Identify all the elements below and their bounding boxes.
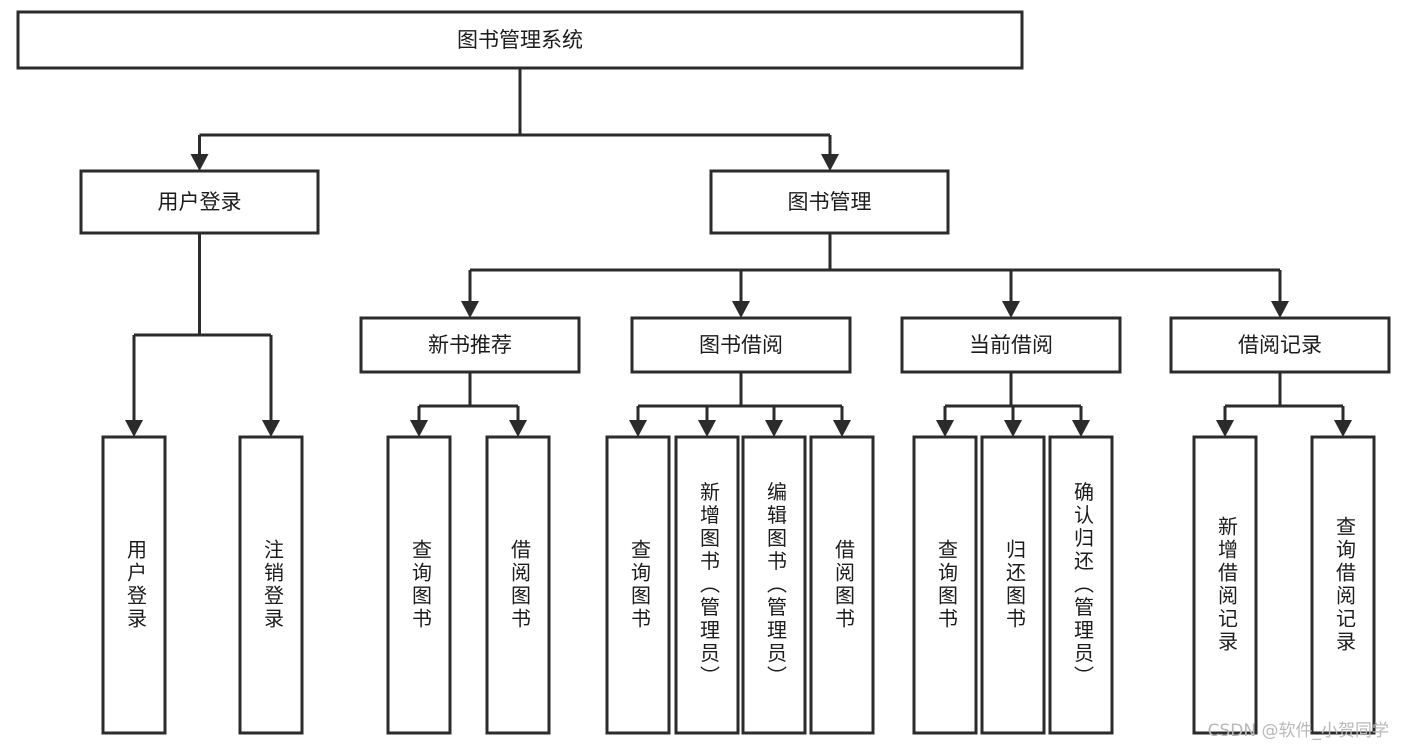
node-book-management[interactable]: 图书管理 bbox=[709, 169, 950, 235]
node-leaf-query-book-borrow[interactable]: 查询图书 bbox=[605, 435, 671, 735]
arrow-icon-drop-leaf-logout bbox=[262, 420, 280, 437]
watermark-label: CSDN @软件_小贺同学 bbox=[1207, 721, 1389, 741]
node-box-leaf-edit-book-admin bbox=[741, 435, 807, 735]
node-box-user-login bbox=[79, 169, 320, 235]
node-label-root: 图书管理系统 bbox=[457, 28, 583, 52]
node-borrow-record[interactable]: 借阅记录 bbox=[1169, 316, 1391, 374]
arrow-icon-drop-query-book-current bbox=[936, 420, 954, 437]
node-label-leaf-query-borrow-record: 查询借阅记录 bbox=[1333, 516, 1357, 654]
node-box-leaf-confirm-return-admin bbox=[1048, 435, 1114, 735]
node-box-leaf-return-book bbox=[980, 435, 1046, 735]
node-box-leaf-borrow-book-rec bbox=[485, 435, 551, 735]
node-leaf-user-login[interactable]: 用户登录 bbox=[101, 435, 167, 735]
arrow-icon-drop-book-management bbox=[821, 154, 839, 171]
node-box-leaf-query-borrow-record bbox=[1310, 435, 1376, 735]
node-label-user-login: 用户登录 bbox=[158, 190, 242, 214]
node-leaf-query-book-current[interactable]: 查询图书 bbox=[912, 435, 978, 735]
arrow-icon-drop-add-borrow-record bbox=[1216, 420, 1234, 437]
arrow-icon-drop-user-login bbox=[190, 154, 209, 171]
node-box-borrow-record bbox=[1169, 316, 1391, 374]
node-box-book-borrow bbox=[630, 316, 852, 374]
node-leaf-borrow-book-rec[interactable]: 借阅图书 bbox=[485, 435, 551, 735]
node-box-leaf-borrow-book bbox=[809, 435, 875, 735]
arrow-icon-drop-borrow-book-rec bbox=[509, 420, 527, 437]
node-label-new-book-recommend: 新书推荐 bbox=[428, 333, 512, 357]
node-label-leaf-query-book-current: 查询图书 bbox=[935, 539, 959, 631]
node-box-root bbox=[16, 10, 1024, 70]
node-label-leaf-borrow-book: 借阅图书 bbox=[832, 539, 856, 631]
node-leaf-add-borrow-record[interactable]: 新增借阅记录 bbox=[1192, 435, 1258, 735]
node-box-leaf-query-book-rec bbox=[386, 435, 452, 735]
arrow-icon-drop-book-borrow bbox=[732, 301, 750, 318]
node-leaf-add-book-admin[interactable]: 新增图书（管理员） bbox=[674, 435, 740, 735]
node-label-leaf-return-book: 归还图书 bbox=[1003, 539, 1027, 631]
arrow-icon-drop-borrow-book bbox=[833, 420, 851, 437]
node-label-leaf-borrow-book-rec: 借阅图书 bbox=[508, 539, 532, 631]
arrow-icon-drop-borrow-record bbox=[1271, 301, 1289, 318]
node-label-leaf-confirm-return-admin: 确认归还（管理员） bbox=[1071, 481, 1095, 688]
node-leaf-borrow-book[interactable]: 借阅图书 bbox=[809, 435, 875, 735]
node-book-borrow[interactable]: 图书借阅 bbox=[630, 316, 852, 374]
node-leaf-logout[interactable]: 注销登录 bbox=[238, 435, 304, 735]
node-box-current-borrow bbox=[900, 316, 1122, 374]
node-label-leaf-add-borrow-record: 新增借阅记录 bbox=[1215, 516, 1239, 654]
node-label-current-borrow: 当前借阅 bbox=[969, 333, 1053, 357]
node-box-new-book-recommend bbox=[359, 316, 581, 374]
node-box-book-management bbox=[709, 169, 950, 235]
arrow-icon-drop-confirm-return-admin bbox=[1072, 420, 1090, 437]
node-new-book-recommend[interactable]: 新书推荐 bbox=[359, 316, 581, 374]
node-user-login[interactable]: 用户登录 bbox=[79, 169, 320, 235]
node-leaf-edit-book-admin[interactable]: 编辑图书（管理员） bbox=[741, 435, 807, 735]
arrow-icon-drop-query-book-borrow bbox=[629, 420, 647, 437]
arrow-icon-drop-query-book-rec bbox=[410, 420, 428, 437]
node-leaf-confirm-return-admin[interactable]: 确认归还（管理员） bbox=[1048, 435, 1114, 735]
connector-layer bbox=[125, 68, 1352, 437]
node-box-leaf-add-borrow-record bbox=[1192, 435, 1258, 735]
node-current-borrow[interactable]: 当前借阅 bbox=[900, 316, 1122, 374]
node-label-leaf-logout: 注销登录 bbox=[261, 539, 285, 631]
arrow-icon-drop-edit-book-admin bbox=[765, 420, 783, 437]
node-box-leaf-user-login bbox=[101, 435, 167, 735]
node-box-leaf-logout bbox=[238, 435, 304, 735]
node-label-leaf-query-book-borrow: 查询图书 bbox=[628, 539, 652, 631]
node-box-leaf-add-book-admin bbox=[674, 435, 740, 735]
node-label-leaf-edit-book-admin: 编辑图书（管理员） bbox=[764, 481, 788, 688]
node-box-leaf-query-book-current bbox=[912, 435, 978, 735]
node-box-leaf-query-book-borrow bbox=[605, 435, 671, 735]
arrow-icon-drop-new-book-recommend bbox=[461, 301, 479, 318]
arrow-icon-drop-query-borrow-record bbox=[1334, 420, 1352, 437]
node-label-leaf-add-book-admin: 新增图书（管理员） bbox=[697, 481, 721, 688]
arrow-icon-drop-current-borrow bbox=[1002, 301, 1020, 318]
node-label-book-management: 图书管理 bbox=[788, 190, 872, 214]
node-leaf-query-borrow-record[interactable]: 查询借阅记录 bbox=[1310, 435, 1376, 735]
node-label-book-borrow: 图书借阅 bbox=[699, 333, 783, 357]
node-label-leaf-query-book-rec: 查询图书 bbox=[409, 539, 433, 631]
arrow-icon-drop-leaf-user-login bbox=[125, 420, 143, 437]
arrow-icon-drop-return-book bbox=[1004, 420, 1022, 437]
node-layer: 图书管理系统用户登录图书管理新书推荐图书借阅当前借阅借阅记录用户登录注销登录查询… bbox=[16, 10, 1391, 735]
arrow-icon-drop-add-book-admin bbox=[698, 420, 716, 437]
node-leaf-query-book-rec[interactable]: 查询图书 bbox=[386, 435, 452, 735]
node-label-borrow-record: 借阅记录 bbox=[1238, 333, 1322, 357]
node-root[interactable]: 图书管理系统 bbox=[16, 10, 1024, 70]
node-label-leaf-user-login: 用户登录 bbox=[124, 539, 148, 631]
node-leaf-return-book[interactable]: 归还图书 bbox=[980, 435, 1046, 735]
